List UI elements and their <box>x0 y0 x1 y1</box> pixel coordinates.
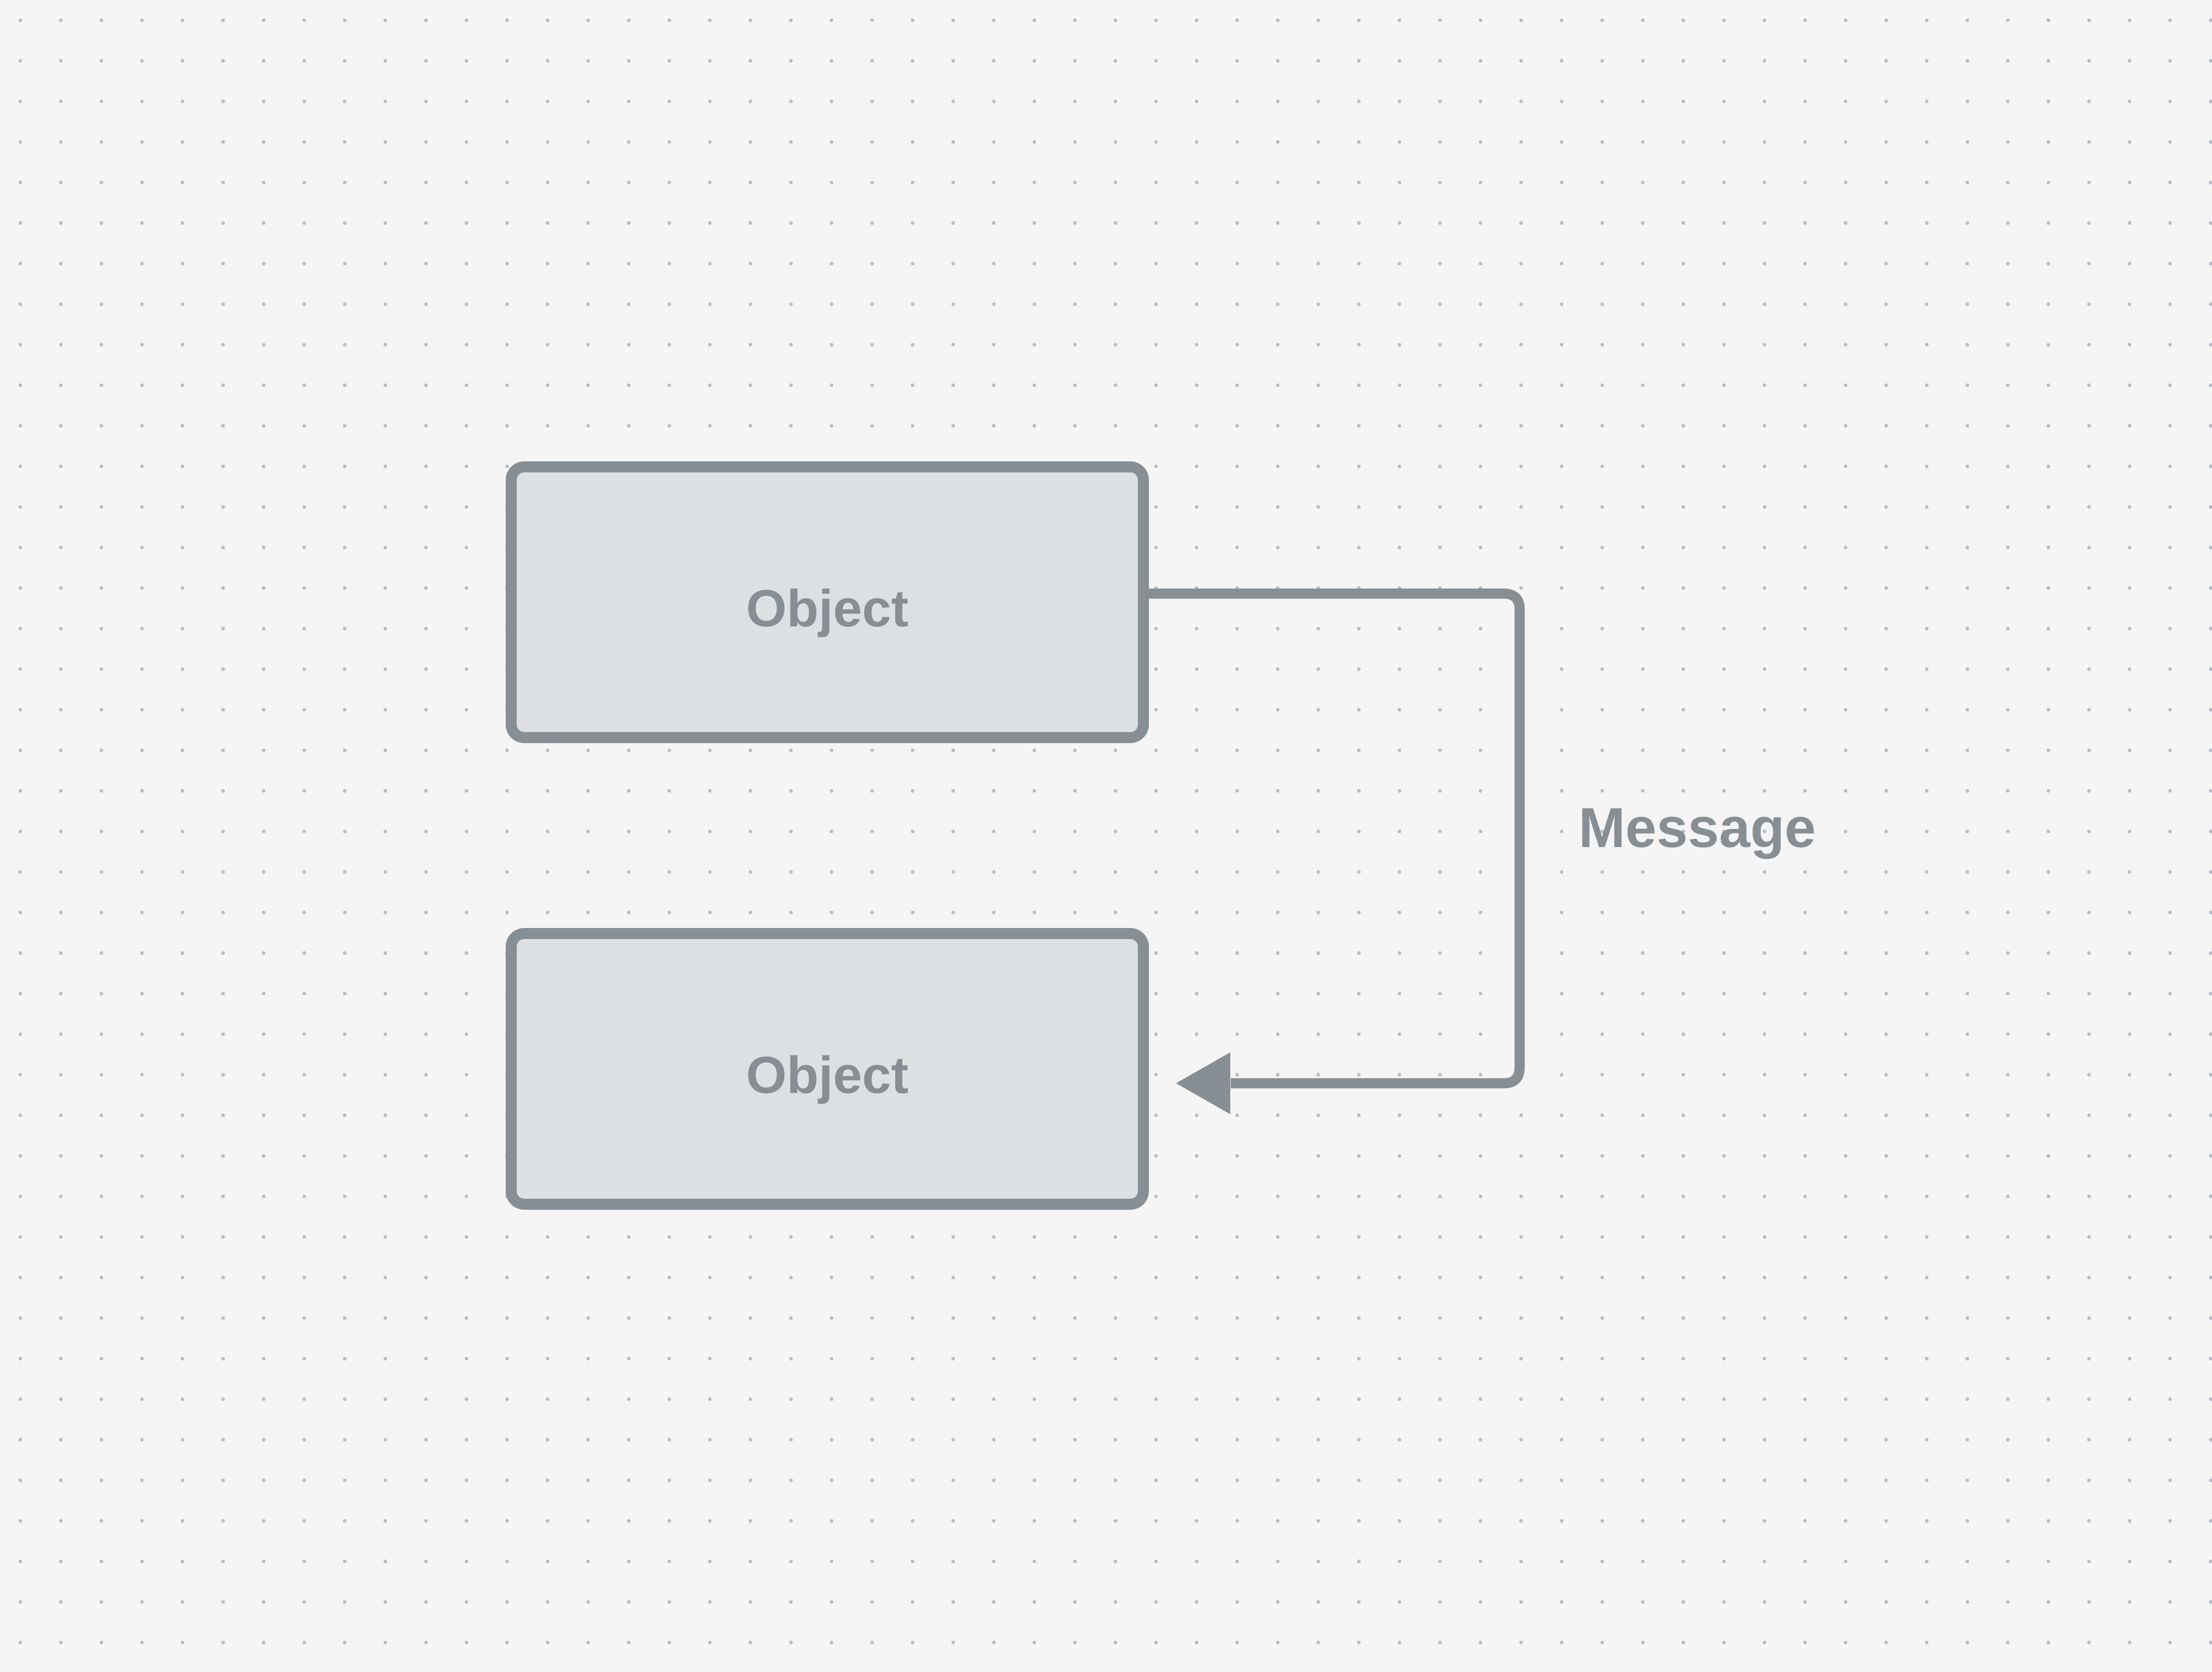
arrowhead-left-icon <box>1176 1052 1230 1114</box>
message-edge-line[interactable] <box>1149 588 1525 1089</box>
message-edge-label[interactable]: Message <box>1578 796 1816 859</box>
node-object-source[interactable]: Object <box>506 461 1149 743</box>
node-object-target-label: Object <box>746 1046 909 1104</box>
node-object-target[interactable]: Object <box>506 928 1149 1210</box>
node-object-source-label: Object <box>746 579 909 638</box>
